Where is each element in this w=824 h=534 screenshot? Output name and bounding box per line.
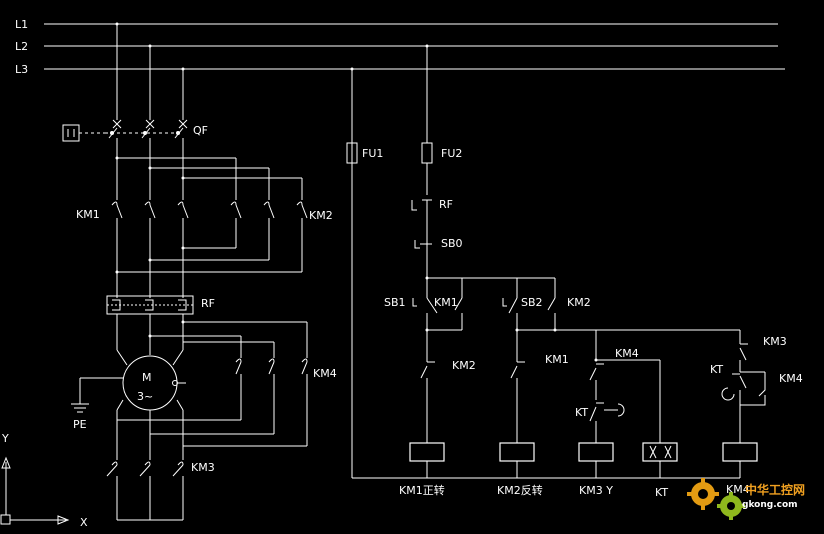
interlock-km1-label: KM1 [545, 353, 569, 366]
rf-contact: RF [411, 192, 453, 212]
sb0-label: SB0 [441, 237, 463, 250]
bus-label-l2: L2 [15, 40, 28, 53]
coil-km3-label: KM3 Y [579, 484, 613, 497]
pe-label: PE [73, 418, 87, 431]
km3-kt-branch: KM4 KT [575, 330, 661, 443]
gear-icon [687, 478, 719, 510]
coil-km2: KM2反转 [497, 442, 543, 497]
coil-km1-label: KM1正转 [399, 483, 445, 497]
watermark-site-name: 中华工控网 [745, 482, 805, 497]
contactor-km4-main: KM4 [117, 358, 337, 447]
axis-indicator: Y X [0, 432, 88, 529]
coil-kt: KT [642, 442, 678, 499]
fuse-fu2 [421, 142, 433, 164]
axis-y-label: Y [1, 432, 9, 445]
bus-bars: L1 L2 L3 [15, 18, 785, 76]
km1-power-label: KM1 [76, 208, 100, 221]
ground-pe: PE [71, 377, 123, 431]
coil-kt-label: KT [655, 486, 668, 499]
contactor-km3-main: KM3 [106, 461, 215, 521]
km3-contact-label: KM3 [763, 335, 787, 348]
km4-power-label: KM4 [313, 367, 337, 380]
motor-label: M [142, 371, 152, 384]
interlock-km2-label: KM2 [452, 359, 476, 372]
km4-right-label: KM4 [779, 372, 803, 385]
branch-km4-label: KM4 [615, 347, 639, 360]
motor-phase-label: 3~ [137, 390, 153, 403]
sb2-km2-label: KM2 [567, 296, 591, 309]
kt-right-label: KT [710, 363, 723, 376]
qf-label: QF [193, 124, 208, 137]
rf-power-label: RF [201, 297, 215, 310]
thermal-relay-rf: RF [106, 295, 215, 315]
control-circuit: FU1 FU2 RF SB0 SB1 KM1 [346, 46, 803, 499]
contactor-km1-main: KM1 [76, 201, 189, 298]
watermark-logo: 中华工控网 gkong.com [687, 478, 805, 520]
gear-icon-small [717, 492, 745, 520]
stop-button-sb0: SB0 [414, 236, 463, 256]
axis-x-label: X [80, 516, 88, 529]
sb1-label: SB1 [384, 296, 406, 309]
fu1-label: FU1 [362, 147, 383, 160]
watermark-site-url: gkong.com [742, 500, 798, 510]
km3-power-label: KM3 [191, 461, 215, 474]
sb2-label: SB2 [521, 296, 543, 309]
km4-branch: KM3 KT KM4 [710, 330, 803, 443]
km2-branch: KM1 [510, 330, 569, 443]
kt-timed-label: KT [575, 406, 588, 419]
km1-branch: KM2 [420, 330, 476, 443]
start-button-sb2: SB2 KM2 [502, 278, 591, 332]
coil-km2-label: KM2反转 [497, 483, 543, 497]
bus-label-l3: L3 [15, 63, 28, 76]
breaker-qf: QF [62, 119, 208, 200]
rf-control-label: RF [439, 198, 453, 211]
start-button-sb1: SB1 KM1 [384, 278, 463, 332]
power-circuit: QF KM1 [62, 24, 337, 521]
coil-km1: KM1正转 [399, 442, 445, 497]
bus-label-l1: L1 [15, 18, 28, 31]
sb1-km1-label: KM1 [434, 296, 458, 309]
motor-m: M 3~ [116, 349, 186, 460]
fu2-label: FU2 [441, 147, 462, 160]
contactor-km2-main: KM2 [115, 201, 333, 274]
coil-km3: KM3 Y [578, 442, 614, 497]
km2-power-label: KM2 [309, 209, 333, 222]
